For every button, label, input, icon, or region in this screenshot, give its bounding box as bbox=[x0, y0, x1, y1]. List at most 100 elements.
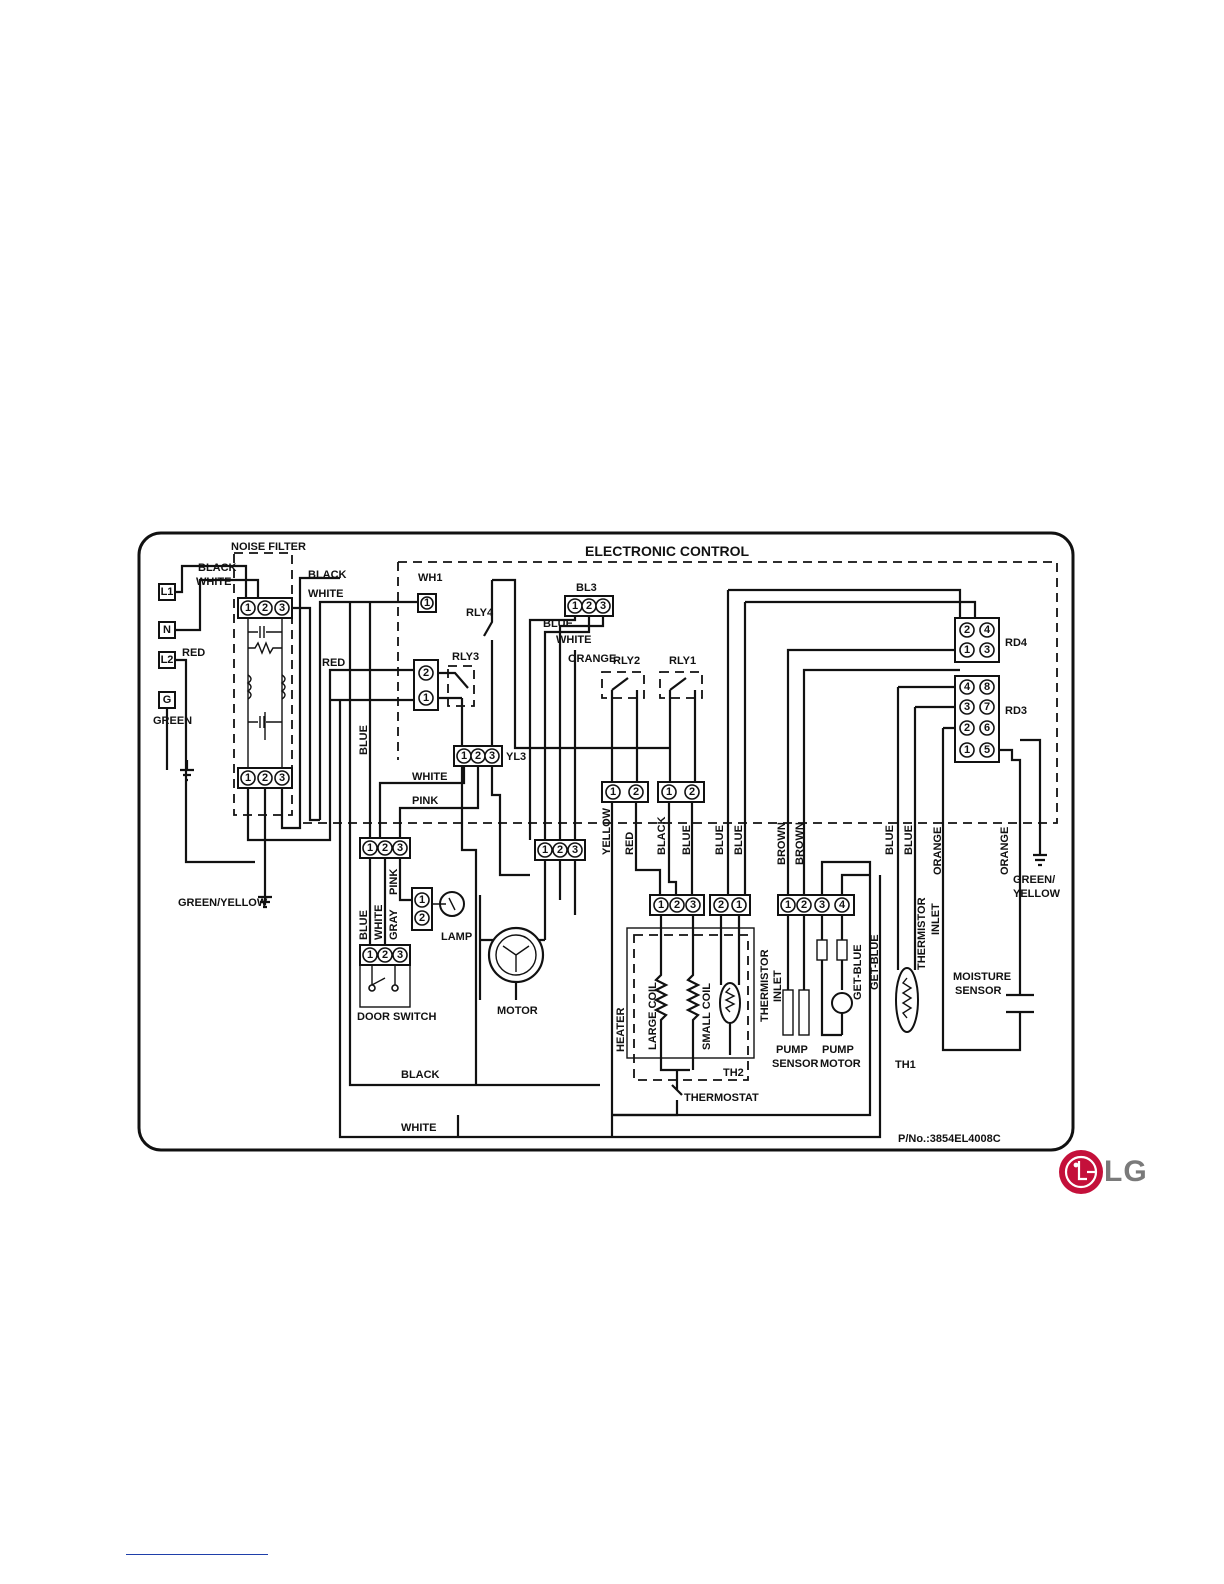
wire-label-red-mid: RED bbox=[322, 657, 345, 669]
svg-text:3: 3 bbox=[572, 844, 578, 856]
footer-rule bbox=[126, 1554, 268, 1555]
svg-text:8: 8 bbox=[984, 681, 990, 693]
wire-label-blue-a: BLUE bbox=[714, 825, 726, 855]
svg-text:1: 1 bbox=[419, 894, 425, 906]
rd4-label: RD4 bbox=[1005, 637, 1028, 649]
th2-thermistor bbox=[719, 982, 741, 1024]
wire-label-orange-c: ORANGE bbox=[932, 827, 944, 875]
rly3-label: RLY3 bbox=[452, 651, 479, 663]
pump-motor-label-1: PUMP bbox=[822, 1044, 854, 1056]
svg-text:1: 1 bbox=[572, 600, 578, 612]
svg-text:3: 3 bbox=[397, 842, 403, 854]
rly1-connector: 1 2 bbox=[657, 781, 705, 803]
wire-label-blue-ds: BLUE bbox=[358, 910, 370, 940]
svg-text:1: 1 bbox=[461, 750, 467, 762]
heater-connector: 1 2 3 bbox=[649, 894, 705, 916]
svg-text:1: 1 bbox=[666, 786, 672, 798]
th2-label: TH2 bbox=[723, 1067, 744, 1079]
svg-text:1: 1 bbox=[658, 899, 664, 911]
svg-text:2: 2 bbox=[633, 786, 639, 798]
wire-label-blue-b: BLUE bbox=[733, 825, 745, 855]
th1-inlet-label: INLET bbox=[930, 903, 942, 935]
svg-text:1: 1 bbox=[610, 786, 616, 798]
svg-text:4: 4 bbox=[984, 624, 991, 636]
bl3-connector: 1 2 3 bbox=[564, 595, 614, 617]
th1-label: TH1 bbox=[895, 1059, 916, 1071]
svg-text:1: 1 bbox=[785, 899, 791, 911]
motor-label: MOTOR bbox=[497, 1005, 538, 1017]
th1-thermistor-label: THERMISTOR bbox=[916, 897, 928, 970]
terminal-l2: L2 bbox=[158, 651, 176, 669]
svg-text:4: 4 bbox=[964, 681, 971, 693]
svg-text:5: 5 bbox=[984, 744, 990, 756]
svg-text:N: N bbox=[163, 624, 171, 636]
lamp-label: LAMP bbox=[441, 931, 472, 943]
rd3-connector: 4 8 3 7 2 6 1 5 bbox=[954, 675, 1000, 763]
rly2-label: RLY2 bbox=[613, 655, 640, 667]
wire-label-green-yellow-left: GREEN/YELLOW bbox=[178, 897, 268, 909]
svg-text:2: 2 bbox=[382, 949, 388, 961]
wire-label-white-ds: WHITE bbox=[373, 905, 385, 940]
wh1-connector: 1 bbox=[417, 593, 437, 613]
rly1-relay bbox=[659, 671, 703, 699]
noise-filter-top-connector: 1 2 3 bbox=[237, 597, 293, 619]
door-switch-label: DOOR SWITCH bbox=[357, 1011, 436, 1023]
door-switch-body bbox=[359, 964, 411, 1008]
wire-label-black-bottom: BLACK bbox=[401, 1069, 440, 1081]
wire-label-white-bl3: WHITE bbox=[556, 634, 591, 646]
noise-filter-bottom-connector: 1 2 3 bbox=[237, 767, 293, 789]
svg-text:1: 1 bbox=[367, 842, 373, 854]
svg-text:1: 1 bbox=[245, 772, 251, 784]
wire-label-blue-r: BLUE bbox=[681, 825, 693, 855]
wire-label-blue-c: BLUE bbox=[884, 825, 896, 855]
svg-text:1: 1 bbox=[964, 644, 970, 656]
svg-text:3: 3 bbox=[489, 750, 495, 762]
terminal-g: G bbox=[158, 691, 176, 709]
rly1-label: RLY1 bbox=[669, 655, 696, 667]
wire-label-red-l2: RED bbox=[182, 647, 205, 659]
th2-thermistor-label: THERMISTOR bbox=[759, 949, 771, 1022]
rd4-connector: 2 4 1 3 bbox=[954, 617, 1000, 663]
svg-text:G: G bbox=[163, 694, 172, 706]
wire-label-orange-bl3: ORANGE bbox=[568, 653, 616, 665]
motor-connector: 1 2 3 bbox=[534, 839, 586, 861]
pump-sensor-label-2: SENSOR bbox=[772, 1058, 819, 1070]
wire-label-orange-d: ORANGE bbox=[999, 827, 1011, 875]
lg-logo-text: LG bbox=[1104, 1155, 1148, 1188]
terminal-l1: L1 bbox=[158, 583, 176, 601]
svg-text:1: 1 bbox=[424, 597, 430, 609]
wire-label-blue-v1: BLUE bbox=[358, 725, 370, 755]
wire-label-white-yl3: WHITE bbox=[412, 771, 447, 783]
svg-text:7: 7 bbox=[984, 701, 990, 713]
pump-connector: 1 2 3 4 bbox=[777, 894, 855, 916]
lamp-connector: 1 2 bbox=[411, 887, 433, 931]
wire-label-brown-a: BROWN bbox=[776, 822, 788, 865]
pump-sensor-probe-1 bbox=[782, 989, 794, 1036]
pump-motor-label-2: MOTOR bbox=[820, 1058, 861, 1070]
rly4-label: RLY4 bbox=[466, 607, 494, 619]
wire-label-black-r: BLACK bbox=[656, 816, 668, 855]
rd3-label: RD3 bbox=[1005, 705, 1027, 717]
svg-text:3: 3 bbox=[600, 600, 606, 612]
wire-label-black-nf: BLACK bbox=[198, 562, 237, 574]
lg-logo bbox=[1059, 1150, 1103, 1194]
svg-text:2: 2 bbox=[964, 722, 970, 734]
svg-text:1: 1 bbox=[367, 949, 373, 961]
electronic-control-title: ELECTRONIC CONTROL bbox=[585, 543, 750, 559]
wire-label-get-blue-2: GET-BLUE bbox=[869, 934, 881, 990]
wh1-label: WH1 bbox=[418, 572, 442, 584]
svg-text:2: 2 bbox=[964, 624, 970, 636]
svg-text:2: 2 bbox=[674, 899, 680, 911]
wire-label-white-top: WHITE bbox=[308, 588, 343, 600]
svg-text:3: 3 bbox=[964, 701, 970, 713]
bl3-label: BL3 bbox=[576, 582, 597, 594]
wire-label-heater: HEATER bbox=[615, 1008, 627, 1052]
svg-text:2: 2 bbox=[262, 602, 268, 614]
th2-inlet-label: INLET bbox=[772, 970, 784, 1002]
svg-text:3: 3 bbox=[690, 899, 696, 911]
wire-label-yellow: YELLOW bbox=[601, 807, 613, 855]
wire-label-blue-d: BLUE bbox=[903, 825, 915, 855]
svg-text:1: 1 bbox=[736, 899, 742, 911]
wire-label-green: GREEN bbox=[153, 715, 192, 727]
